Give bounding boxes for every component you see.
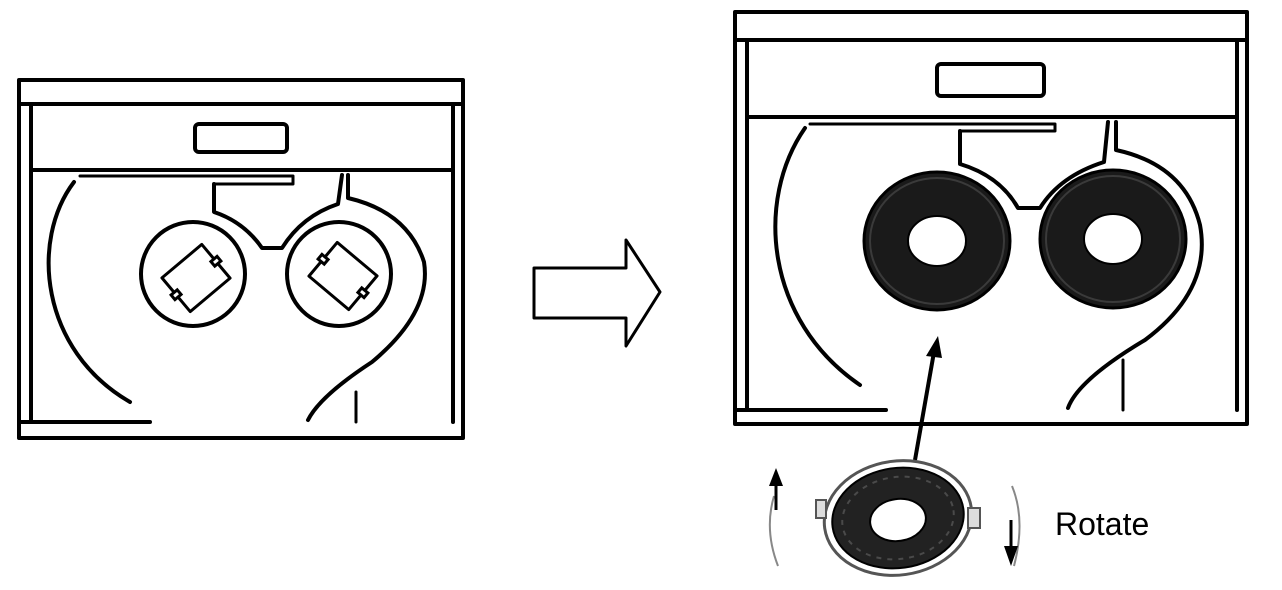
carbon-filter-rotating [815, 459, 981, 577]
hood-after-outline [733, 10, 1249, 426]
hood-before-right-baffle [306, 173, 427, 422]
transition-arrow [532, 238, 662, 348]
rotate-arrow-down [1004, 485, 1021, 567]
hood-before-outline [17, 78, 465, 440]
hood-before [17, 78, 465, 440]
hood-after-left-baffle [773, 126, 862, 387]
filter-mount-right [285, 220, 393, 328]
hood-before-left-baffle [46, 180, 132, 404]
hood-before-control-panel [193, 122, 289, 154]
filter-mount-left [139, 220, 247, 328]
hood-after-right-baffle [1066, 120, 1204, 410]
hood-after [733, 10, 1249, 426]
carbon-filter-left [862, 170, 1012, 312]
filter-tab-right [967, 507, 981, 529]
hood-after-duct [958, 120, 1110, 210]
filter-tab-left [815, 499, 827, 519]
hood-after-channel [808, 122, 1057, 133]
carbon-filter-right [1038, 168, 1188, 310]
hood-before-channel [78, 174, 295, 186]
insert-arrow [913, 336, 942, 461]
mount-plate-left [160, 242, 232, 314]
hood-before-duct [212, 173, 344, 250]
rotate-arrow-up [768, 468, 783, 567]
hood-after-control-panel [935, 62, 1046, 98]
rotate-label: Rotate [1055, 506, 1150, 542]
mount-plate-right [307, 240, 379, 312]
